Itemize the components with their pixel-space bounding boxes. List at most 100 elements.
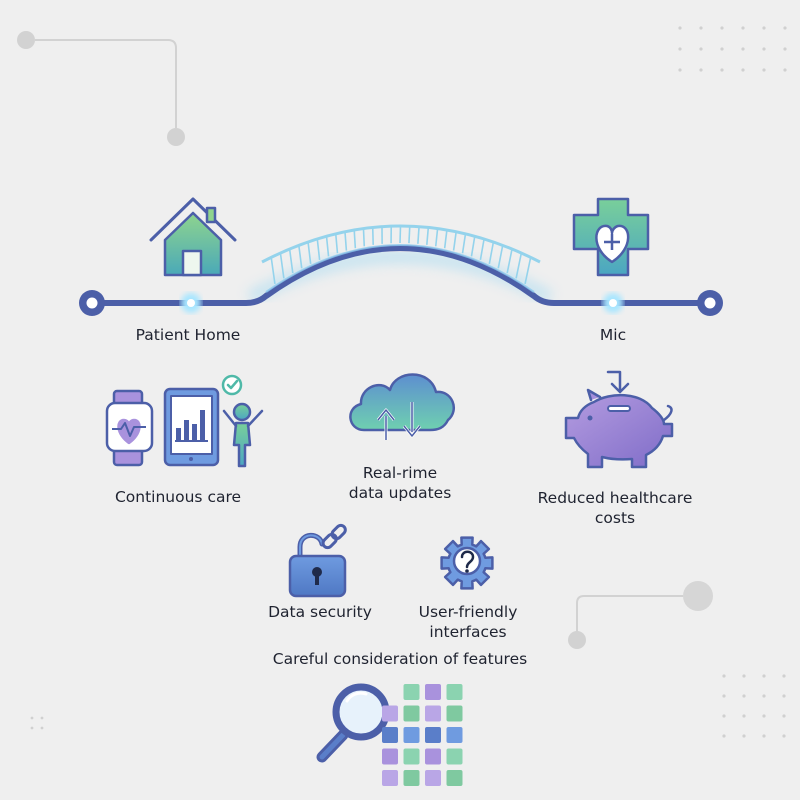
smartwatch-heart-icon xyxy=(105,389,154,467)
decorative-circuit-top-left xyxy=(17,31,185,146)
data-grid-cell xyxy=(446,727,463,743)
data-grid-cell xyxy=(382,705,398,722)
data-grid-cell xyxy=(425,748,441,765)
decorative-dot xyxy=(699,47,703,51)
data-grid-cell xyxy=(446,770,463,786)
decorative-dot xyxy=(742,734,746,738)
bridge-hanger xyxy=(479,238,485,261)
magnifier-icon xyxy=(316,683,390,763)
footer-caption: Careful consideration of features xyxy=(272,650,528,668)
decorative-dot xyxy=(783,47,787,51)
bridge-hanger xyxy=(325,236,330,257)
data-grid-cell xyxy=(403,748,420,765)
decorative-dot xyxy=(720,68,724,72)
tablet-chart-icon xyxy=(163,387,220,467)
right-glow-dot xyxy=(603,293,623,313)
medical-cross-heart-icon xyxy=(572,197,650,277)
decorative-dot xyxy=(741,68,745,72)
bridge-hanger xyxy=(288,248,294,274)
decorative-dot xyxy=(762,694,766,698)
right-endpoint-node xyxy=(697,290,723,316)
cloud-sync-icon xyxy=(349,373,455,440)
bridge-hanger xyxy=(524,257,532,285)
decorative-dot xyxy=(742,714,746,718)
data-grid-cell xyxy=(425,770,441,786)
bridge-hanger xyxy=(488,241,495,265)
data-grid-cell xyxy=(403,770,420,786)
decorative-dot xyxy=(741,47,745,51)
bridge-hanger xyxy=(443,229,448,249)
bridge-hanger xyxy=(316,238,321,261)
data-grid-cell xyxy=(403,684,420,700)
decorative-dot xyxy=(722,734,726,738)
decorative-dot xyxy=(699,68,703,72)
decorative-dot xyxy=(762,26,766,30)
bridge-hanger xyxy=(270,257,276,285)
data-grid-cell xyxy=(403,705,420,722)
decorative-dot-grid-bottom-left xyxy=(30,716,44,730)
bridge-hanger xyxy=(298,245,303,269)
bridge-hanger xyxy=(344,231,348,251)
padlock-chain-icon xyxy=(288,523,347,598)
data-grid-cell xyxy=(446,684,463,700)
decorative-dot xyxy=(722,714,726,718)
data-grid-cell xyxy=(446,705,463,722)
bridge-hanger xyxy=(426,227,430,245)
bridge-connector xyxy=(89,224,711,306)
decorative-dot xyxy=(762,734,766,738)
piggy-bank-icon xyxy=(564,370,674,469)
decorative-dot xyxy=(720,47,724,51)
decorative-dot xyxy=(762,47,766,51)
user-friendly-label: User-friendly interfaces xyxy=(418,603,518,641)
decorative-dot xyxy=(741,26,745,30)
decorative-dot xyxy=(30,726,34,730)
data-grid-cell xyxy=(425,684,441,700)
decorative-dot xyxy=(783,68,787,72)
bridge-hanger xyxy=(452,231,457,251)
decorative-dot xyxy=(720,26,724,30)
data-grid-cell xyxy=(425,705,441,722)
decorative-dot-grid-top-right xyxy=(678,26,787,72)
bridge-hanger xyxy=(353,229,357,249)
left-node-label: Patient Home xyxy=(135,326,241,344)
bridge-hanger xyxy=(417,226,420,244)
data-grid-cell xyxy=(382,727,398,743)
realtime-updates-label: Real-rime data updates xyxy=(348,464,452,502)
decorative-dot xyxy=(742,674,746,678)
decorative-dot xyxy=(699,26,703,30)
decorative-dot xyxy=(40,716,44,720)
decorative-dot xyxy=(678,47,682,51)
decorative-dot xyxy=(30,716,34,720)
bridge-hanger xyxy=(362,228,366,247)
gear-question-icon xyxy=(440,536,494,590)
bridge-hanger xyxy=(408,226,411,244)
bridge-hanger xyxy=(307,241,312,264)
left-endpoint-node xyxy=(79,290,105,316)
house-icon xyxy=(149,197,237,277)
data-grid-cell xyxy=(403,727,420,743)
bridge-hanger xyxy=(279,252,285,279)
decorative-dot xyxy=(782,694,786,698)
data-grid-cell xyxy=(382,770,398,786)
decorative-dot xyxy=(783,26,787,30)
decorative-dot xyxy=(40,726,44,730)
bridge-hanger xyxy=(470,236,476,257)
decorative-dot xyxy=(782,714,786,718)
continuous-care-label: Continuous care xyxy=(114,488,242,506)
bridge-hanger xyxy=(497,245,504,269)
right-node-label: Mic xyxy=(599,326,627,344)
decorative-dot xyxy=(722,694,726,698)
decorative-circuit-bottom-right xyxy=(568,581,713,649)
decorative-dot xyxy=(762,674,766,678)
decorative-dot xyxy=(678,26,682,30)
person-check-icon xyxy=(221,374,264,468)
bridge-hanger xyxy=(434,228,439,247)
decorative-dot xyxy=(782,674,786,678)
data-grid-icon xyxy=(382,684,463,786)
bridge-hanger xyxy=(506,248,513,274)
decorative-dot xyxy=(782,734,786,738)
data-grid-cell xyxy=(382,748,398,765)
decorative-dot xyxy=(678,68,682,72)
bridge-hanger xyxy=(334,233,339,254)
